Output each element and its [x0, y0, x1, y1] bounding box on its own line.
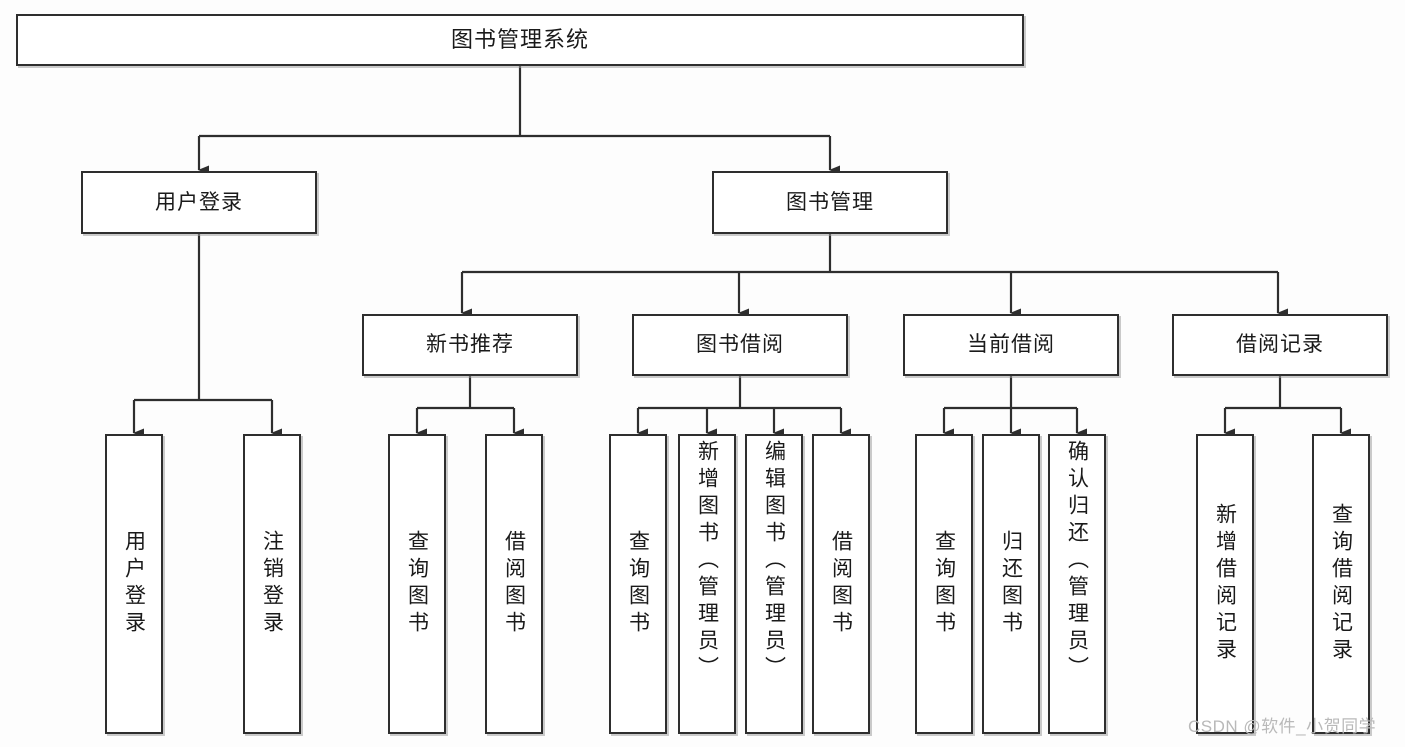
node-new-book-recommend[interactable]: 新书推荐 — [362, 314, 578, 376]
node-label: 新增图书（管理员） — [695, 440, 719, 683]
node-root[interactable]: 图书管理系统 — [16, 14, 1024, 66]
node-label: 新增借阅记录 — [1213, 503, 1237, 665]
node-leaf-user-login[interactable]: 用户登录 — [105, 434, 163, 734]
node-leaf-return-book[interactable]: 归还图书 — [982, 434, 1040, 734]
node-leaf-user-logout[interactable]: 注销登录 — [243, 434, 301, 734]
node-leaf-borrow-book-2[interactable]: 借阅图书 — [812, 434, 870, 734]
node-label: 归还图书 — [999, 530, 1023, 638]
node-leaf-query-book-2[interactable]: 查询图书 — [609, 434, 667, 734]
node-label: 图书管理 — [786, 190, 874, 214]
csdn-watermark: CSDN @软件_小贺同学 — [1188, 717, 1377, 736]
node-label: 查询图书 — [405, 530, 429, 638]
node-label: 借阅图书 — [502, 530, 526, 638]
node-book-borrow[interactable]: 图书借阅 — [632, 314, 848, 376]
node-book-manage[interactable]: 图书管理 — [712, 171, 948, 234]
node-leaf-query-book-3[interactable]: 查询图书 — [915, 434, 973, 734]
node-borrow-record[interactable]: 借阅记录 — [1172, 314, 1388, 376]
node-label: 编辑图书（管理员） — [762, 440, 786, 683]
node-label: 注销登录 — [260, 530, 284, 638]
node-label: 新书推荐 — [426, 333, 514, 357]
node-label: 确认归还（管理员） — [1065, 440, 1089, 683]
node-label: 查询图书 — [626, 530, 650, 638]
node-label: 查询借阅记录 — [1329, 503, 1353, 665]
node-leaf-borrow-book-1[interactable]: 借阅图书 — [485, 434, 543, 734]
node-current-borrow[interactable]: 当前借阅 — [903, 314, 1119, 376]
node-label: 用户登录 — [122, 530, 146, 638]
node-label: 图书借阅 — [696, 333, 784, 357]
node-label: 查询图书 — [932, 530, 956, 638]
node-label: 用户登录 — [155, 190, 243, 214]
node-label: 借阅记录 — [1236, 333, 1324, 357]
node-leaf-query-record[interactable]: 查询借阅记录 — [1312, 434, 1370, 734]
node-label: 图书管理系统 — [450, 26, 589, 52]
node-label: 当前借阅 — [967, 333, 1055, 357]
node-leaf-edit-book[interactable]: 编辑图书（管理员） — [745, 434, 803, 734]
node-leaf-confirm-return[interactable]: 确认归还（管理员） — [1048, 434, 1106, 734]
node-user-login[interactable]: 用户登录 — [81, 171, 317, 234]
node-leaf-query-book-1[interactable]: 查询图书 — [388, 434, 446, 734]
node-leaf-add-record[interactable]: 新增借阅记录 — [1196, 434, 1254, 734]
node-label: 借阅图书 — [829, 530, 853, 638]
node-leaf-add-book[interactable]: 新增图书（管理员） — [678, 434, 736, 734]
